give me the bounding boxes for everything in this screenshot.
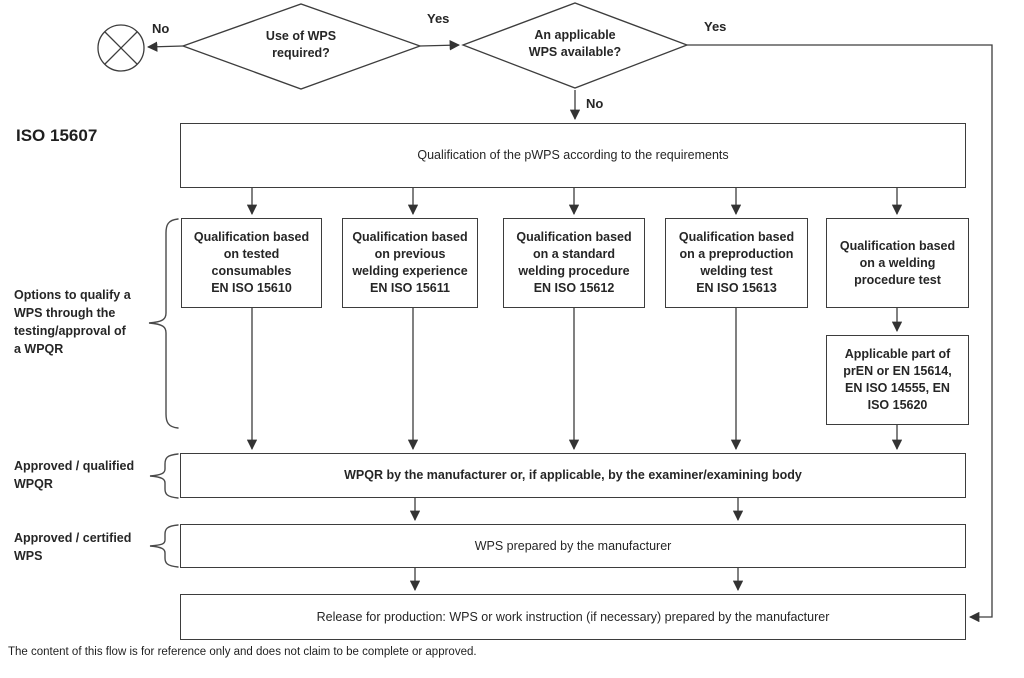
label-no-down: No [586, 96, 604, 111]
box-wpqr: WPQR by the manufacturer or, if applicab… [180, 453, 966, 498]
box-pwps-qualification: Qualification of the pWPS according to t… [180, 123, 966, 188]
box-option-experience: Qualification based on previous welding … [342, 218, 478, 308]
brace-options [148, 218, 179, 429]
edge-yes-to-second-decision [419, 40, 461, 51]
label-yes-middle: Yes [427, 11, 450, 26]
box-wps: WPS prepared by the manufacturer [180, 524, 966, 568]
box-release: Release for production: WPS or work inst… [180, 594, 966, 640]
edge-no-to-terminator [146, 41, 184, 52]
decision-wps-available-label: An applicable WPS available? [528, 28, 622, 59]
side-label-wps: Approved / certified WPS [14, 531, 132, 563]
edge-yes-feedback-to-release [687, 44, 993, 623]
box-option-standard: Qualification based on a standard weldin… [503, 218, 645, 308]
box-option-consumables: Qualification based on tested consumable… [181, 218, 322, 308]
side-label-wpqr: Approved / qualified WPQR [14, 459, 135, 491]
label-yes-right: Yes [704, 19, 727, 34]
decision-use-of-wps-label: Use of WPS required? [265, 29, 337, 60]
brace-wps [149, 524, 179, 568]
footnote: The content of this flow is for referenc… [8, 646, 477, 658]
side-label-options: Options to qualify a WPS through the tes… [14, 288, 131, 356]
terminator-icon [97, 24, 145, 72]
box-applicable-part: Applicable part of prEN or EN 15614, EN … [826, 335, 969, 425]
label-no-left: No [152, 21, 170, 36]
box-option-procedure-test: Qualification based on a welding procedu… [826, 218, 969, 308]
box-option-preproduction: Qualification based on a preproduction w… [665, 218, 808, 308]
standard-title: ISO 15607 [16, 126, 98, 145]
brace-wpqr [149, 453, 179, 499]
